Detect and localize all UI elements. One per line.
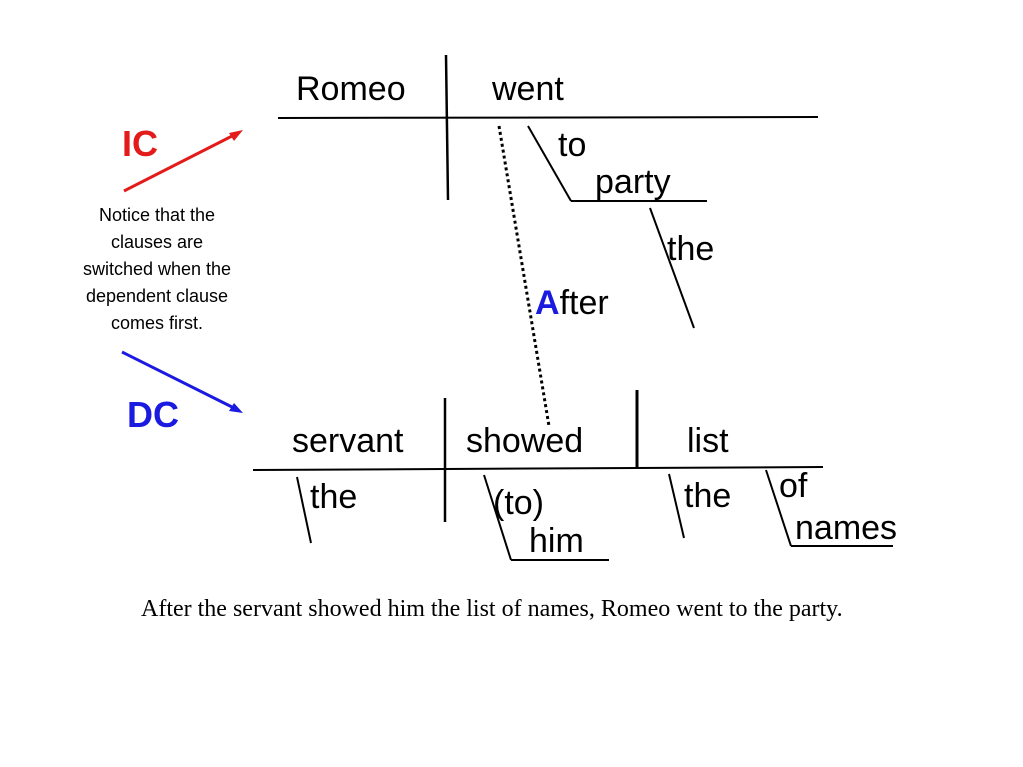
note-line: switched when the — [82, 259, 232, 279]
word-the-party: the — [667, 230, 715, 268]
after-initial: A — [535, 284, 560, 322]
after-rest: fter — [559, 284, 609, 322]
ic-subject-verb-divider — [444, 54, 450, 201]
word-servant: servant — [292, 422, 404, 460]
dc-arrow-icon — [121, 350, 243, 413]
dc-label: DC — [127, 394, 179, 435]
word-him: him — [529, 522, 584, 560]
example-sentence: After the servant showed him the list of… — [141, 596, 843, 622]
note-line: comes first. — [110, 313, 203, 333]
word-names: names — [795, 509, 898, 547]
word-after: After — [535, 286, 609, 320]
word-the-list: the — [684, 477, 732, 515]
the-servant-slant-line — [296, 476, 312, 544]
word-to-paren: (to) — [493, 484, 544, 522]
word-party: party — [595, 163, 671, 201]
word-the-servant: the — [310, 478, 358, 516]
note-line: clauses are — [110, 232, 204, 252]
word-list: list — [687, 422, 729, 460]
clause-switch-note: Notice that the clauses are switched whe… — [54, 202, 260, 337]
word-to: to — [558, 126, 587, 164]
of-slant-line — [765, 469, 792, 547]
ic-label: IC — [122, 123, 158, 164]
word-of: of — [779, 467, 808, 505]
ic-arrow-icon — [123, 130, 243, 193]
word-showed: showed — [466, 422, 584, 460]
word-romeo: Romeo — [296, 70, 406, 108]
the-list-slant-line — [668, 473, 685, 539]
note-line: Notice that the — [98, 205, 216, 225]
dc-baseline — [252, 466, 824, 471]
the-party-slant-line — [649, 207, 695, 329]
note-line: dependent clause — [85, 286, 229, 306]
after-connector-dotted — [497, 125, 551, 427]
to-him-slant-line — [483, 474, 512, 561]
to-slant-line — [527, 125, 572, 202]
ic-baseline — [277, 116, 819, 119]
word-went: went — [492, 70, 564, 108]
